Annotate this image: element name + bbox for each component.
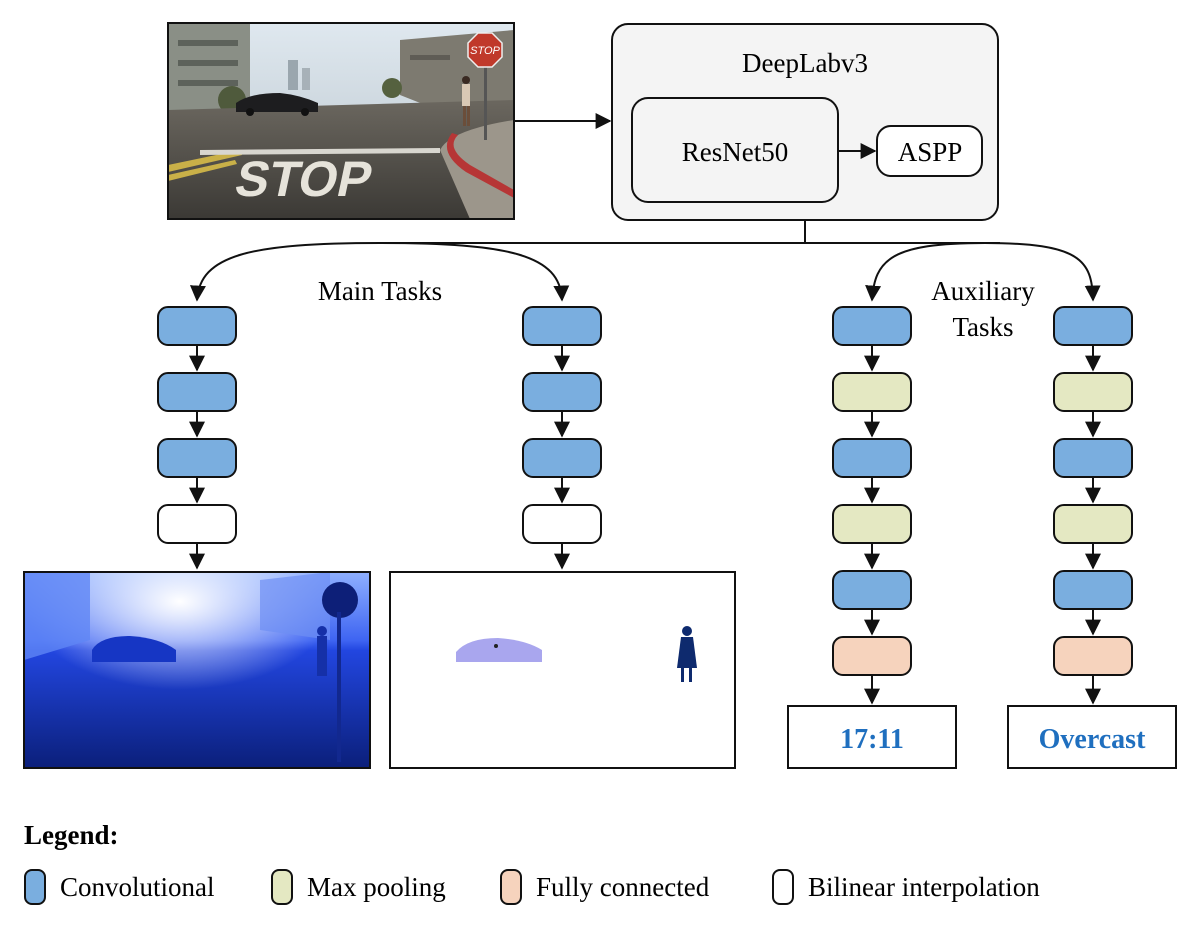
conv-layer <box>1053 570 1133 610</box>
time-branch <box>832 306 912 705</box>
depth-branch <box>157 306 237 570</box>
max-pooling-layer <box>832 504 912 544</box>
stop-sign-text: STOP <box>470 45 500 57</box>
conv-layer <box>832 306 912 346</box>
conv-layer <box>522 306 602 346</box>
segmentation-output <box>389 571 736 769</box>
deeplab-backbone: DeepLabv3 ResNet50 ASPP <box>611 23 999 221</box>
auxiliary-tasks-label-line2: Tasks <box>952 312 1013 342</box>
backbone-title: DeepLabv3 <box>742 48 868 78</box>
aspp-block <box>876 125 983 177</box>
legend-label-max-pooling: Max pooling <box>307 872 446 902</box>
time-output-value: 17:11 <box>840 724 904 755</box>
weather-output-value: Overcast <box>1039 724 1146 755</box>
segmentation-branch <box>522 306 602 570</box>
depth-map-output <box>23 571 371 769</box>
legend-swatch-bilinear-interpolation <box>772 869 794 905</box>
max-pooling-layer <box>1053 372 1133 412</box>
conv-layer <box>522 372 602 412</box>
conv-layer <box>157 438 237 478</box>
conv-layer <box>522 438 602 478</box>
legend-swatch-fully-connected <box>500 869 522 905</box>
legend-swatch-convolutional <box>24 869 46 905</box>
legend-label-bilinear-interpolation: Bilinear interpolation <box>808 872 1040 902</box>
bilinear-interpolation-layer <box>522 504 602 544</box>
legend: Legend: Convolutional Max pooling Fully … <box>24 820 1040 905</box>
road-stop-text: STOP <box>230 151 377 207</box>
weather-branch <box>1053 306 1133 705</box>
auxiliary-tasks-label-line1: Auxiliary <box>931 276 1035 306</box>
legend-title: Legend: <box>24 820 119 850</box>
conv-layer <box>832 438 912 478</box>
weather-output-box <box>1007 705 1177 769</box>
input-image: STOP STOP <box>167 22 515 220</box>
resnet50-label: ResNet50 <box>682 137 788 167</box>
main-tasks-label: Main Tasks <box>318 276 442 306</box>
max-pooling-layer <box>1053 504 1133 544</box>
time-output-box <box>787 705 957 769</box>
fully-connected-layer <box>1053 636 1133 676</box>
aspp-label: ASPP <box>898 137 963 167</box>
legend-label-convolutional: Convolutional <box>60 872 215 902</box>
fully-connected-layer <box>832 636 912 676</box>
conv-layer <box>157 372 237 412</box>
legend-swatch-max-pooling <box>271 869 293 905</box>
conv-layer <box>1053 438 1133 478</box>
bilinear-interpolation-layer <box>157 504 237 544</box>
conv-layer <box>1053 306 1133 346</box>
legend-label-fully-connected: Fully connected <box>536 872 710 902</box>
max-pooling-layer <box>832 372 912 412</box>
conv-layer <box>157 306 237 346</box>
conv-layer <box>832 570 912 610</box>
